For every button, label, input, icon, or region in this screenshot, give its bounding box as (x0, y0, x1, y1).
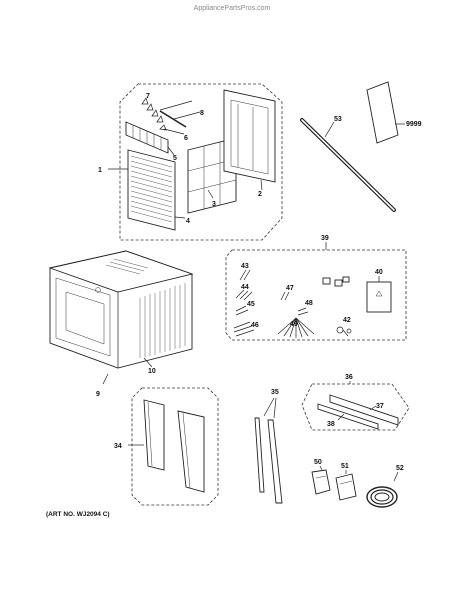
callout-9999: 9999 (406, 121, 422, 128)
side-curtain-group-outline (131, 387, 219, 506)
front-grille-part (127, 149, 176, 231)
vane-clips-part (141, 97, 164, 123)
installation-card-40-part (366, 281, 392, 313)
site-watermark-text: AppliancePartsPros.com (194, 5, 271, 12)
callout-40: 40 (375, 269, 383, 276)
rails-35-part (254, 417, 283, 504)
screw-48-part (297, 307, 309, 316)
sill-bracket-group-outline (301, 383, 410, 431)
callout-2: 2 (258, 191, 262, 198)
callout-51: 51 (341, 463, 349, 470)
callout-53: 53 (334, 116, 342, 123)
front-assembly-group-outline (119, 83, 283, 241)
front-group-leader-lines (108, 100, 263, 219)
owners-manual-part (366, 81, 399, 144)
callout-6: 6 (184, 135, 188, 142)
hardware-kit-group-outline (225, 249, 407, 341)
screw-47-part (280, 291, 290, 301)
callout-10: 10 (148, 368, 156, 375)
cabinet-part (48, 250, 194, 369)
callout-34: 34 (114, 443, 122, 450)
callout-38: 38 (327, 421, 335, 428)
callout-7: 7 (146, 93, 150, 100)
callout-3: 3 (212, 201, 216, 208)
callout-45: 45 (247, 301, 255, 308)
clip-42-part (336, 326, 352, 337)
callout-8: 8 (200, 110, 204, 117)
art-number-text: (ART NO. WJ2094 C) (46, 511, 110, 518)
brackets-small-part (322, 276, 350, 287)
callout-46: 46 (251, 322, 259, 329)
support-bracket-50-part (311, 469, 331, 495)
callout-9: 9 (96, 391, 100, 398)
callout-50: 50 (314, 459, 322, 466)
callout-36: 36 (345, 374, 353, 381)
callout-48: 48 (305, 300, 313, 307)
callout-4: 4 (186, 218, 190, 225)
callout-5: 5 (173, 155, 177, 162)
screw-43-part (239, 269, 251, 281)
callout-35: 35 (271, 389, 279, 396)
sill-bracket-part (317, 394, 399, 430)
front-frame-part (223, 89, 276, 183)
callout-43: 43 (241, 263, 249, 270)
callout-1: 1 (98, 167, 102, 174)
louver-part (125, 121, 169, 154)
callout-49: 49 (290, 321, 298, 328)
clip-part (159, 124, 167, 131)
screws-46-part (233, 321, 255, 337)
callout-52: 52 (396, 465, 404, 472)
support-bracket-51-part (335, 473, 357, 501)
screws-45-part (235, 305, 249, 316)
callout-44: 44 (241, 284, 249, 291)
callout-47: 47 (286, 285, 294, 292)
callout-39: 39 (321, 235, 329, 242)
rod-part (159, 110, 187, 128)
callout-37: 37 (376, 403, 384, 410)
drain-hose-coil-52-part (366, 486, 398, 508)
screws-44-part (235, 289, 253, 301)
screws-49-part (277, 317, 315, 338)
side-curtains-part (143, 399, 205, 493)
callout-42: 42 (343, 317, 351, 324)
